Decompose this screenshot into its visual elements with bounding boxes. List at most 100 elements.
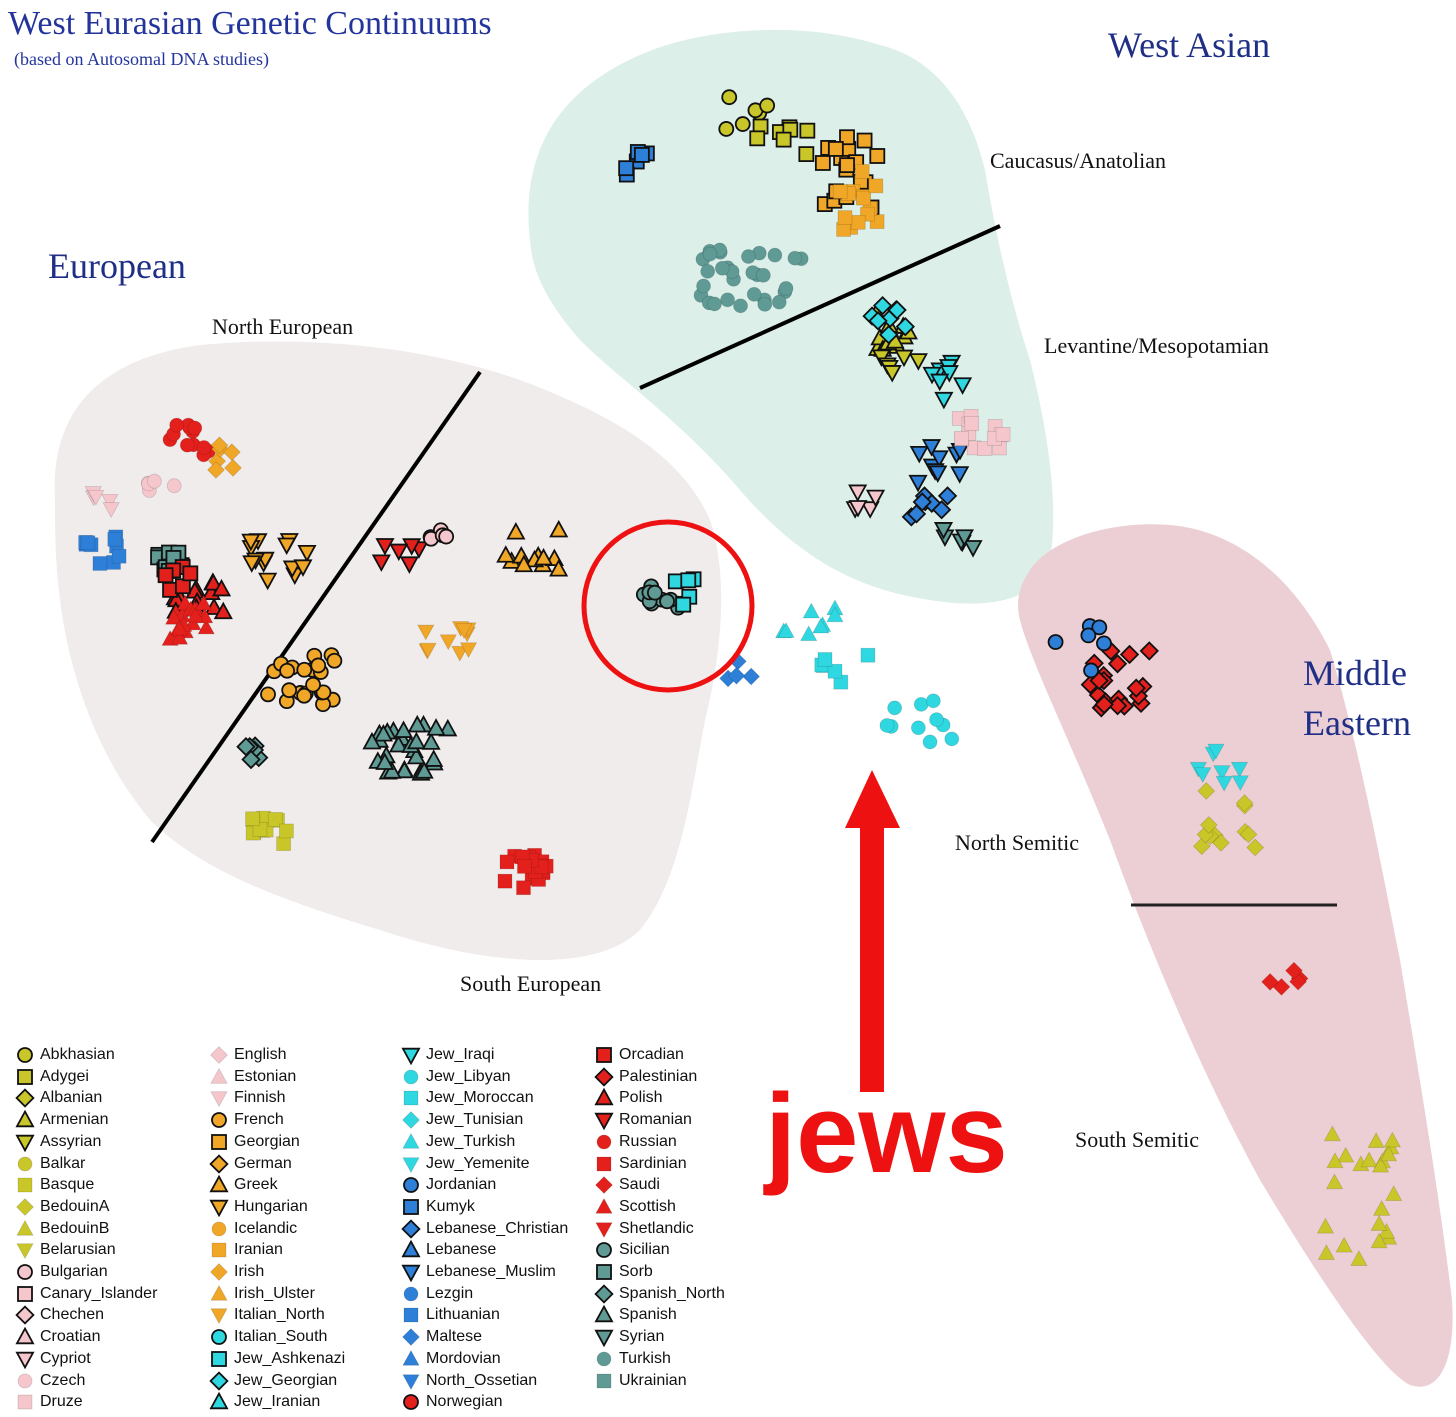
legend-item-jordanian: Jordanian [400, 1174, 496, 1196]
point-jew-libyan [887, 700, 903, 716]
point-spanish [393, 720, 414, 738]
point-lebanese-muslim [921, 439, 942, 457]
legend-label-jew-yemenite: Jew_Yemenite [426, 1154, 530, 1172]
point-lebanese-christian [937, 486, 958, 506]
point-jew-turkish [777, 621, 795, 638]
legend-marker-hungarian [209, 1199, 229, 1218]
point-turkish [696, 278, 711, 294]
point-cypriot [860, 501, 880, 519]
point-spanish [362, 731, 382, 750]
legend-label-jew-iranian: Jew_Iranian [234, 1393, 321, 1411]
point-iranian [868, 178, 884, 194]
legend-marker-romanian [594, 1112, 614, 1131]
legend-item-belarusian: Belarusian [14, 1239, 116, 1261]
point-turkish [787, 250, 803, 266]
point-hungarian [241, 533, 261, 552]
legend-marker-adygei [17, 1068, 33, 1085]
point-turkish [700, 263, 716, 279]
legend-label-syrian: Syrian [619, 1328, 665, 1346]
legend-marker-jew-tunisian [402, 1111, 420, 1130]
point-abkhasian [721, 89, 738, 106]
legend-item-jew-moroccan: Jew_Moroccan [400, 1087, 534, 1109]
point-sardinian [499, 854, 515, 870]
legend-marker-assyrian [15, 1134, 35, 1153]
legend-item-bedouina: BedouinA [14, 1196, 109, 1218]
chart-subtitle: (based on Autosomal DNA studies) [14, 49, 269, 70]
west-asian-region [528, 29, 1054, 604]
point-jew-moroccan [860, 647, 876, 663]
legend-item-sorb: Sorb [593, 1261, 653, 1283]
point-bedouinb [1335, 1236, 1353, 1253]
point-hungarian [258, 572, 278, 591]
legend-label-french: French [234, 1111, 284, 1129]
legend-label-georgian: Georgian [234, 1132, 300, 1150]
point-spanish [373, 724, 393, 742]
legend-item-jew-libyan: Jew_Libyan [400, 1066, 511, 1088]
point-romanian [399, 556, 419, 574]
point-scottish [197, 618, 215, 635]
point-jew-georgian [868, 311, 888, 331]
legend-label-canary-islander: Canary_Islander [40, 1284, 158, 1302]
point-polish [203, 573, 223, 591]
legend-item-romanian: Romanian [593, 1109, 692, 1131]
legend-item-bedouinb: BedouinB [14, 1218, 109, 1240]
point-lebanese-muslim [929, 450, 949, 468]
point-hungarian [293, 559, 313, 577]
legend-marker-russian [596, 1134, 612, 1150]
point-abkhasian [734, 116, 751, 132]
point-kumyk [618, 160, 635, 177]
point-scottish [164, 608, 183, 625]
legend-marker-polish [594, 1088, 614, 1106]
point-sicilian [646, 584, 663, 601]
point-bedouina [1199, 815, 1218, 834]
legend-label-kumyk: Kumyk [426, 1197, 475, 1215]
legend-label-orcadian: Orcadian [619, 1046, 684, 1063]
point-bulgarian [438, 528, 455, 545]
point-jew-turkish [799, 625, 818, 642]
point-syrian [963, 540, 983, 558]
legend-label-greek: Greek [234, 1176, 278, 1194]
legend-item-sardinian: Sardinian [593, 1153, 687, 1175]
point-italian-north [451, 645, 469, 662]
point-turkish [755, 267, 771, 283]
legend-item-bulgarian: Bulgarian [14, 1261, 108, 1283]
point-lithuanian [80, 535, 96, 551]
legend-item-icelandic: Icelandic [208, 1218, 297, 1240]
point-french [296, 687, 313, 704]
legend-marker-czech [17, 1373, 33, 1388]
point-jew-georgian [887, 300, 907, 320]
point-italian-north [439, 634, 458, 651]
point-jordanian [1096, 635, 1112, 652]
point-irish [210, 436, 229, 455]
point-jew-moroccan [817, 652, 833, 667]
legend-item-russian: Russian [593, 1131, 677, 1153]
legend-marker-georgian [211, 1133, 227, 1150]
point-jew-yemenite [1213, 765, 1231, 782]
legend-item-lebanese: Lebanese [400, 1239, 496, 1261]
point-scottish [170, 619, 189, 636]
legend-label-norwegian: Norwegian [426, 1393, 503, 1411]
legend-label-bulgarian: Bulgarian [40, 1263, 108, 1280]
chart-title: West Eurasian Genetic Continuums [8, 5, 492, 42]
point-italian-north [419, 642, 437, 659]
legend-item-french: French [208, 1109, 284, 1131]
point-hungarian [277, 537, 297, 556]
point-turkish [778, 280, 794, 296]
legend-marker-orcadian [596, 1047, 612, 1063]
point-abkhasian [759, 97, 776, 114]
legend-label-mordovian: Mordovian [426, 1349, 501, 1367]
data-points [78, 89, 1403, 1266]
point-romanian [375, 538, 395, 556]
divider-west-asia [639, 224, 1001, 390]
point-jordanian [1080, 627, 1097, 644]
legend-marker-saudi [595, 1176, 613, 1195]
legend-label-russian: Russian [619, 1132, 677, 1150]
legend-label-shetlandic: Shetlandic [619, 1219, 694, 1237]
point-spanish [406, 731, 426, 750]
legend-marker-lebanese-muslim [401, 1264, 421, 1283]
legend-item-scottish: Scottish [593, 1196, 676, 1218]
legend-item-mordovian: Mordovian [400, 1348, 501, 1370]
legend-label-jew-tunisian: Jew_Tunisian [426, 1111, 524, 1129]
legend-marker-canary-islander [17, 1285, 33, 1302]
